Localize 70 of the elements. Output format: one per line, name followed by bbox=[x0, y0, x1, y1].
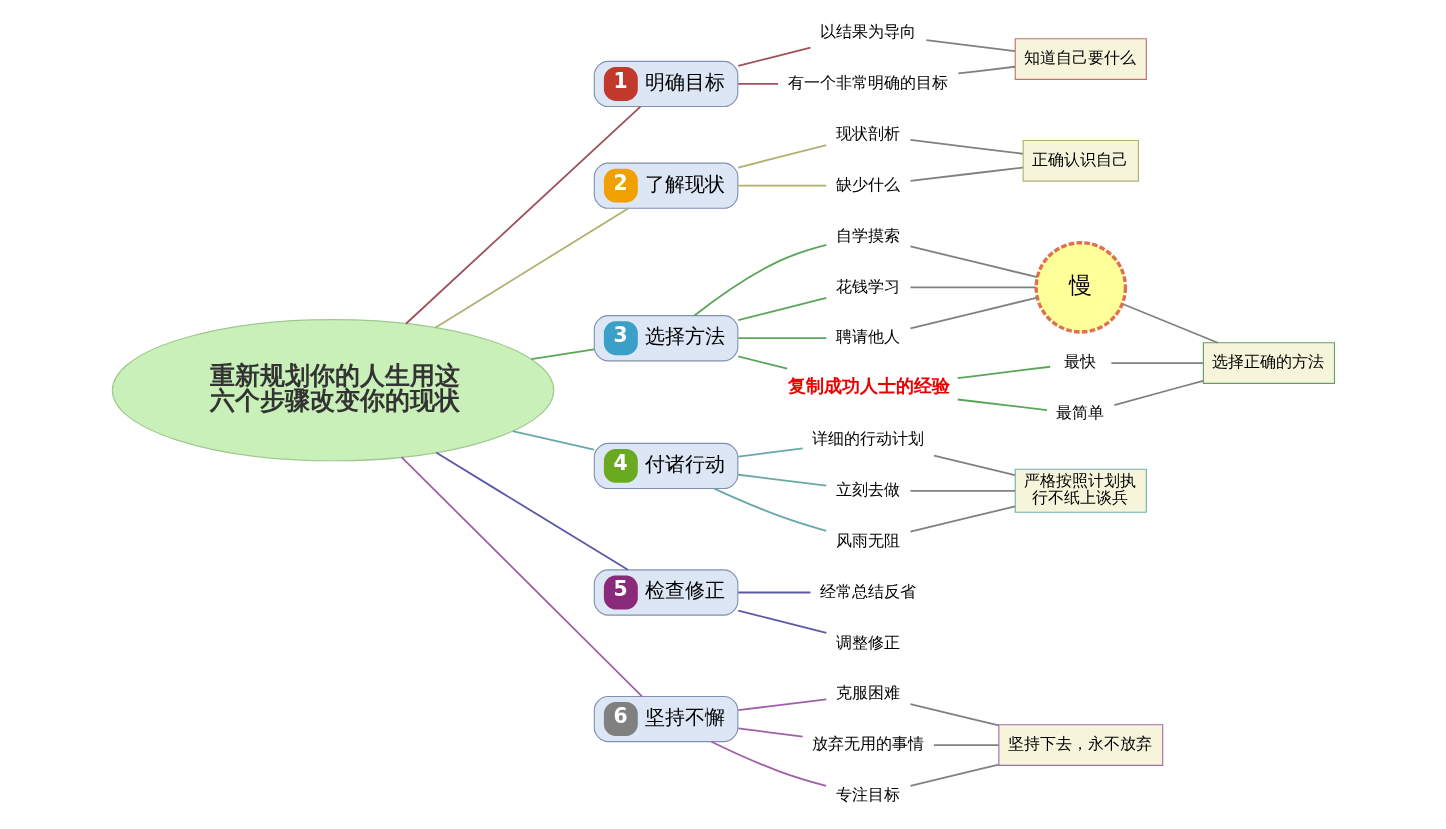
node-box: 1 明确目标 bbox=[593, 60, 738, 108]
connector bbox=[712, 487, 827, 532]
node-box: 5 检查修正 bbox=[593, 569, 738, 616]
node-box: 严格按照计划执行不纸上谈兵 bbox=[1014, 468, 1147, 513]
connector bbox=[736, 337, 827, 340]
node-text: 复制成功人士的经验 bbox=[787, 375, 950, 397]
connector bbox=[736, 83, 779, 85]
connector bbox=[1121, 303, 1219, 344]
node-text: 最简单 bbox=[1055, 403, 1104, 423]
connector bbox=[956, 65, 1016, 75]
node-text: 聘请他人 bbox=[835, 327, 900, 347]
connector bbox=[736, 473, 827, 487]
node-box: 6 坚持不懈 bbox=[593, 695, 738, 743]
connector bbox=[909, 245, 1038, 279]
connector bbox=[511, 430, 595, 451]
connector bbox=[434, 451, 629, 571]
node-text: 立刻去做 bbox=[835, 479, 900, 499]
node-box: 4 付诸行动 bbox=[593, 442, 738, 490]
connector bbox=[909, 703, 1000, 727]
connector bbox=[932, 744, 999, 746]
connector bbox=[956, 398, 1048, 411]
node-text: 自学摸索 bbox=[835, 225, 900, 245]
connector bbox=[909, 138, 1024, 155]
node-text: 放弃无用的事情 bbox=[811, 734, 924, 754]
node-box: 2 了解现状 bbox=[593, 162, 738, 209]
node-text: 克服困难 bbox=[835, 683, 900, 703]
node-text: 缺少什么 bbox=[835, 174, 900, 194]
connector bbox=[924, 39, 1016, 52]
node-box: 正确认识自己 bbox=[1022, 139, 1139, 182]
node-box: 知道自己要什么 bbox=[1014, 38, 1147, 80]
connector bbox=[529, 348, 595, 361]
node-box: 坚持下去，永不放弃 bbox=[997, 724, 1163, 766]
node-text: 花钱学习 bbox=[835, 276, 900, 296]
node-text: 风雨无阻 bbox=[835, 530, 900, 550]
connector bbox=[736, 144, 827, 169]
connector bbox=[736, 591, 811, 594]
node-text: 最快 bbox=[1063, 352, 1096, 372]
node-text: 经常总结反省 bbox=[819, 581, 916, 601]
connector bbox=[932, 454, 1016, 477]
connector bbox=[956, 365, 1051, 380]
node-text: 现状剖析 bbox=[835, 123, 900, 143]
node-box: 3 选择方法 bbox=[593, 315, 738, 362]
connector bbox=[909, 763, 1000, 787]
node-circle: 慢 bbox=[1033, 241, 1127, 334]
connector bbox=[693, 244, 827, 317]
node-ellipse: 重新规划你的人生用这六个步骤改变你的现状 bbox=[111, 319, 554, 462]
connector bbox=[909, 286, 1037, 289]
connector bbox=[909, 296, 1038, 330]
node-text: 调整修正 bbox=[835, 632, 900, 652]
connector bbox=[736, 727, 804, 738]
connector bbox=[736, 447, 804, 458]
node-text: 专注目标 bbox=[835, 785, 900, 805]
connector bbox=[736, 609, 827, 634]
connector bbox=[736, 46, 811, 67]
connector bbox=[736, 296, 827, 322]
connector bbox=[909, 489, 1016, 492]
connector bbox=[400, 456, 643, 698]
connector bbox=[433, 207, 629, 329]
connector bbox=[736, 184, 827, 187]
node-text: 有一个非常明确的目标 bbox=[787, 73, 948, 93]
connector bbox=[909, 166, 1024, 182]
connector bbox=[909, 505, 1016, 533]
connector bbox=[1112, 379, 1204, 406]
connector bbox=[1109, 362, 1204, 364]
node-box: 选择正确的方法 bbox=[1202, 342, 1335, 384]
connector bbox=[736, 355, 788, 370]
connector bbox=[736, 698, 827, 712]
node-text: 详细的行动计划 bbox=[811, 429, 924, 449]
connector bbox=[710, 740, 827, 787]
node-text: 以结果为导向 bbox=[819, 22, 916, 42]
